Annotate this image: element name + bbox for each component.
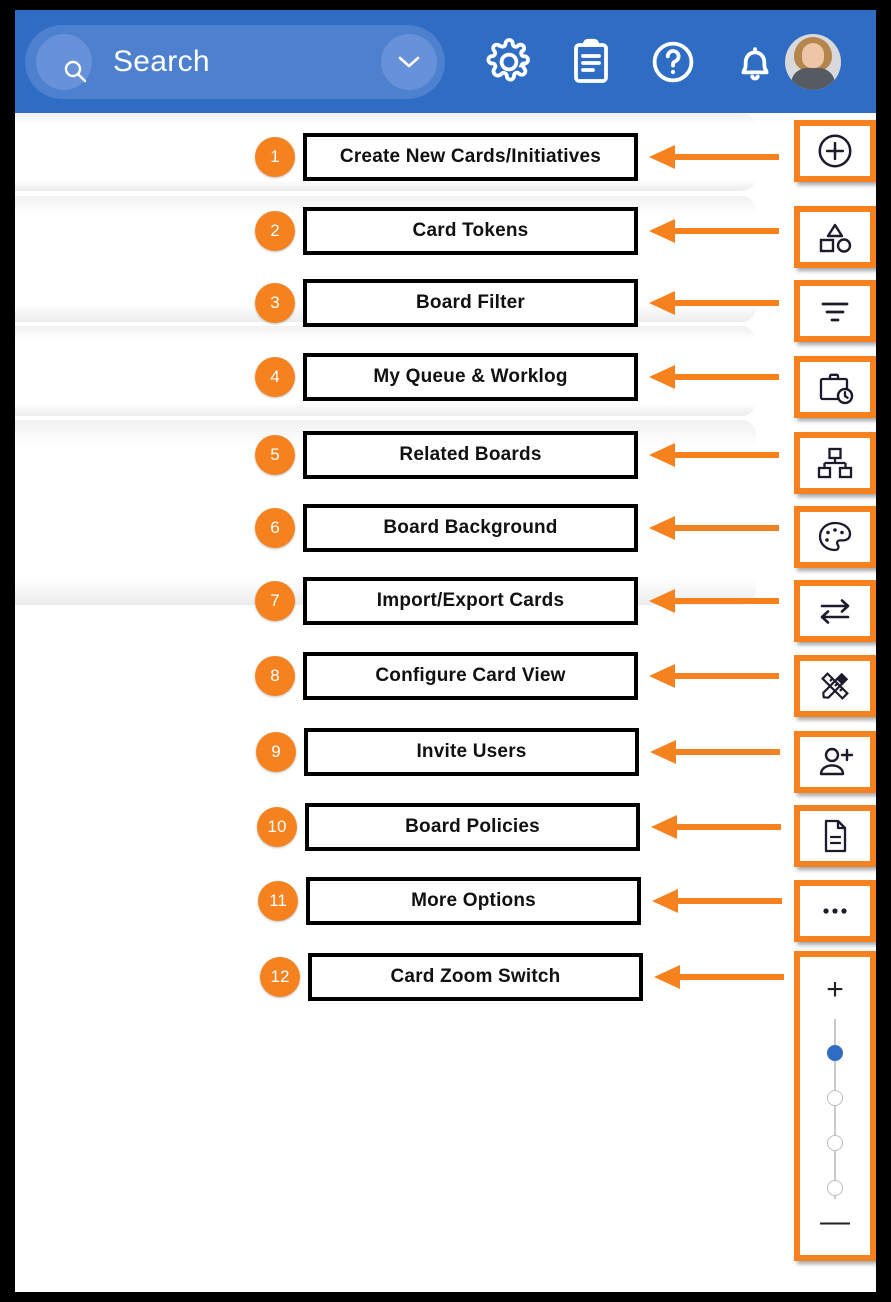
settings-button[interactable]: [485, 38, 533, 86]
callout-arrow: [649, 516, 779, 540]
clipboard-icon: [574, 38, 608, 83]
callout-arrow: [649, 589, 779, 613]
callout-badge: 10: [257, 807, 297, 847]
callout-badge: 9: [256, 732, 296, 772]
callout-label: Board Policies: [305, 803, 640, 851]
callout-label: Create New Cards/Initiatives: [303, 133, 638, 181]
app-header: Search: [15, 10, 876, 113]
shapes-icon: [819, 223, 852, 253]
callout-label: My Queue & Worklog: [303, 353, 638, 401]
search-bar[interactable]: Search: [25, 25, 445, 99]
configure-card-view-button[interactable]: [794, 655, 876, 717]
callout-arrow: [649, 219, 779, 243]
callout-label: More Options: [306, 877, 641, 925]
gear-icon: [486, 38, 530, 82]
pencil-ruler-icon: [821, 672, 849, 700]
callout-badge: 12: [260, 957, 300, 997]
callout-label: Import/Export Cards: [303, 577, 638, 625]
briefcase-clock-icon: [819, 373, 854, 405]
import-export-arrows-icon: [820, 599, 850, 624]
callout-badge: 1: [255, 137, 295, 177]
avatar[interactable]: [785, 34, 841, 90]
bell-icon: [741, 47, 769, 81]
callout-badge: 5: [255, 435, 295, 475]
filter-icon: [821, 302, 849, 322]
search-icon: [64, 60, 87, 83]
callout-badge: 11: [258, 881, 298, 921]
callout-arrow: [651, 815, 781, 839]
callout-label: Configure Card View: [303, 652, 638, 700]
search-dropdown-button[interactable]: [381, 34, 437, 90]
help-icon: [652, 41, 694, 83]
card-tokens-button[interactable]: [794, 206, 876, 268]
zoom-level-1[interactable]: [827, 1045, 843, 1061]
callout-badge: 2: [255, 211, 295, 251]
callout-arrow: [650, 740, 780, 764]
document-icon: [824, 819, 847, 853]
zoom-in-button[interactable]: +: [826, 973, 844, 1006]
callout-label: Board Background: [303, 504, 638, 552]
ellipsis-icon: [823, 908, 847, 914]
callout-label: Invite Users: [304, 728, 639, 776]
callout-label: Board Filter: [303, 279, 638, 327]
search-input[interactable]: Search: [113, 45, 210, 78]
callout-arrow: [649, 664, 779, 688]
help-button[interactable]: [649, 38, 697, 86]
callout-arrow: [649, 443, 779, 467]
callout-arrow: [649, 145, 779, 169]
app-window: Search: [15, 10, 876, 1292]
search-icon-button[interactable]: [36, 34, 92, 90]
org-chart-icon: [817, 447, 853, 479]
card-zoom-switch[interactable]: + —: [794, 951, 876, 1261]
callout-label: Card Zoom Switch: [308, 953, 643, 1001]
avatar-body: [791, 68, 835, 90]
callout-arrow: [654, 965, 784, 989]
board-background-button[interactable]: [794, 506, 876, 568]
callout-badge: 7: [255, 581, 295, 621]
invite-users-button[interactable]: [794, 731, 876, 793]
callout-arrow: [649, 365, 779, 389]
callout-badge: 3: [255, 283, 295, 323]
my-queue-worklog-button[interactable]: [794, 356, 876, 418]
more-options-button[interactable]: [794, 880, 876, 942]
zoom-track[interactable]: [834, 1019, 836, 1199]
callout-label: Card Tokens: [303, 207, 638, 255]
callout-arrow: [649, 291, 779, 315]
create-card-button[interactable]: [794, 120, 876, 182]
related-boards-button[interactable]: [794, 432, 876, 494]
zoom-level-3[interactable]: [827, 1135, 843, 1151]
zoom-out-button[interactable]: —: [820, 1205, 850, 1238]
callout-badge: 6: [255, 508, 295, 548]
plus-circle-icon: [818, 134, 852, 168]
zoom-level-4[interactable]: [827, 1180, 843, 1196]
zoom-level-2[interactable]: [827, 1090, 843, 1106]
avatar-face: [802, 43, 824, 68]
import-export-button[interactable]: [794, 580, 876, 642]
notifications-button[interactable]: [731, 38, 779, 86]
palette-icon: [818, 521, 852, 552]
chevron-down-icon: [398, 56, 420, 68]
callout-arrow: [652, 889, 782, 913]
user-plus-icon: [819, 747, 854, 776]
board-policies-button[interactable]: [794, 805, 876, 867]
callout-badge: 4: [255, 357, 295, 397]
clipboard-button[interactable]: [567, 38, 615, 86]
callout-badge: 8: [255, 656, 295, 696]
board-filter-button[interactable]: [794, 280, 876, 342]
callout-label: Related Boards: [303, 431, 638, 479]
